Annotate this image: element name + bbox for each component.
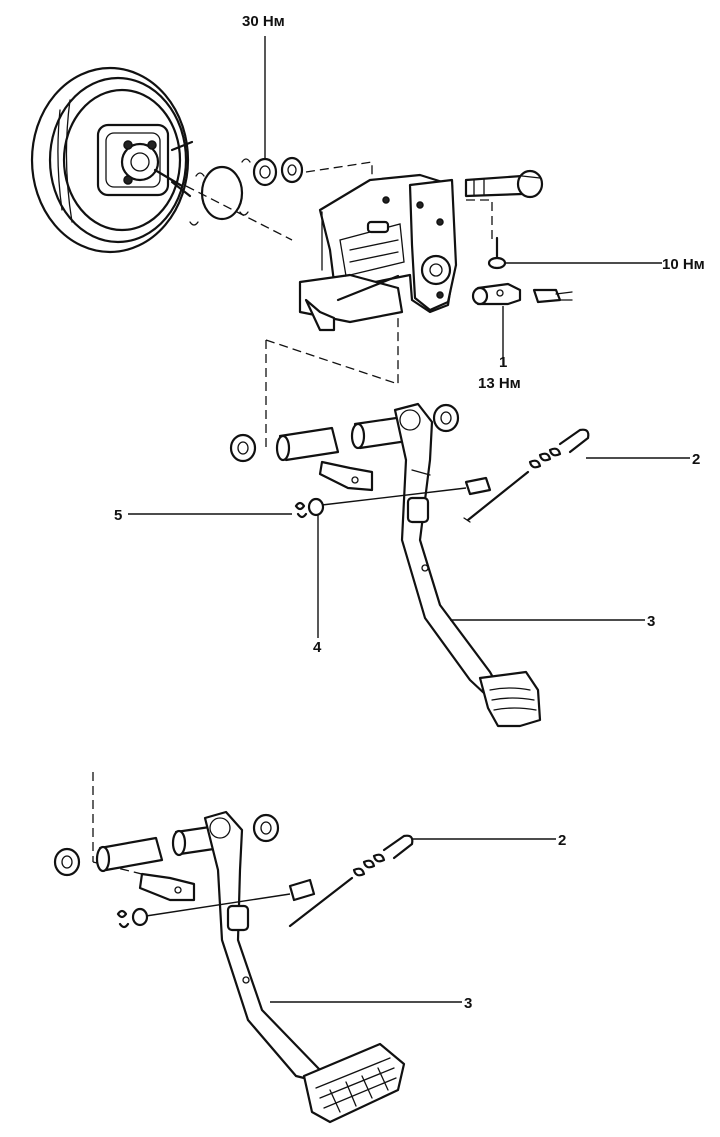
bottom-pedal-arm — [203, 810, 322, 1082]
pedal-bracket — [298, 173, 458, 332]
top-pedal-arm — [393, 402, 502, 696]
top-pushrod-clevis — [318, 460, 374, 492]
bottom-clip-and-washer — [116, 907, 149, 929]
bottom-return-spring — [288, 834, 414, 928]
booster-nuts — [252, 156, 304, 187]
callout-4: 4 — [313, 639, 322, 656]
bracket-bolt — [464, 169, 544, 199]
bottom-pushrod-clevis — [138, 872, 196, 902]
callout-5: 5 — [114, 507, 122, 524]
top-return-spring — [463, 428, 590, 523]
bracket-screw — [487, 236, 507, 270]
top-pivot-bolt — [321, 476, 492, 506]
callout-2-top: 2 — [692, 451, 700, 468]
bottom-bushings — [53, 813, 280, 877]
callout-3-bottom: 3 — [464, 995, 472, 1012]
top-clip-and-washer — [294, 497, 325, 519]
bottom-pivot-bolt — [145, 878, 316, 917]
booster-gasket — [189, 158, 251, 226]
bottom-pedal-pad — [302, 1042, 406, 1124]
callout-3-top: 3 — [647, 613, 655, 630]
callout-2-bottom: 2 — [558, 832, 566, 849]
brake-booster — [30, 66, 194, 254]
callout-1: 1 — [499, 354, 507, 371]
torque-clevis-label: 13 Нм — [478, 375, 521, 392]
torque-bracket-bolt-label: 10 Нм — [662, 256, 705, 273]
pushrod-clevis — [471, 282, 573, 306]
top-pedal-pad — [478, 670, 542, 728]
torque-booster-nut-label: 30 Нм — [242, 13, 285, 30]
